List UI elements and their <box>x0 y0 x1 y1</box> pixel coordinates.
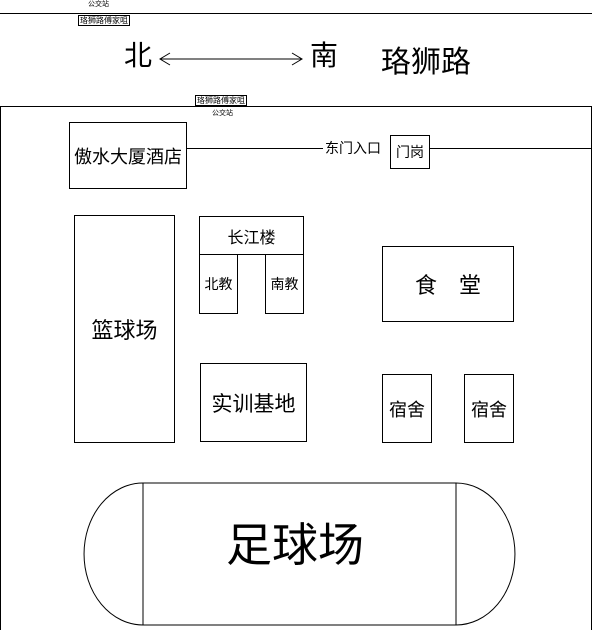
road-edge-bottom <box>0 106 592 107</box>
dormitory-1: 宿舍 <box>382 374 432 443</box>
north-teaching-building: 北教 <box>199 254 238 314</box>
bus-stop-label-bottom: 公交站 <box>212 109 233 117</box>
bus-stop-sign-top: 珞狮路傅家咀 <box>78 15 130 26</box>
training-base-label: 实训基地 <box>211 391 296 416</box>
bus-stop-label-top: 公交站 <box>88 0 109 8</box>
boundary-line-right <box>429 148 592 149</box>
south-teaching-building: 南教 <box>265 254 304 314</box>
basketball-court: 篮球场 <box>74 215 175 443</box>
campus-west-boundary <box>0 106 1 630</box>
dormitory-2-label: 宿舍 <box>471 399 507 421</box>
changjiang-label: 长江楼 <box>227 227 276 247</box>
football-field-label: 足球场 <box>226 518 364 572</box>
south-label: 南 <box>310 39 339 72</box>
canteen: 食 堂 <box>382 246 514 322</box>
road-edge-top <box>0 13 592 14</box>
east-entrance-label: 东门入口 <box>325 141 381 157</box>
road-name: 珞狮路 <box>381 45 471 80</box>
basketball-court-label: 篮球场 <box>91 319 158 344</box>
boundary-line-left <box>187 148 323 149</box>
gatehouse-label: 门岗 <box>396 145 424 161</box>
training-base: 实训基地 <box>200 363 307 442</box>
canteen-label: 食 堂 <box>414 274 481 299</box>
north-label: 北 <box>124 39 153 72</box>
changjiang-building: 长江楼 <box>199 216 304 255</box>
dormitory-2: 宿舍 <box>464 374 514 443</box>
hotel-building: 傲水大厦酒店 <box>69 122 187 189</box>
bus-stop-sign-bottom: 珞狮路傅家咀 <box>195 95 247 106</box>
hotel-label: 傲水大厦酒店 <box>74 146 182 168</box>
gatehouse: 门岗 <box>390 135 430 169</box>
south-teaching-label: 南教 <box>270 277 299 293</box>
north-teaching-label: 北教 <box>204 277 233 293</box>
dormitory-1-label: 宿舍 <box>389 399 425 421</box>
